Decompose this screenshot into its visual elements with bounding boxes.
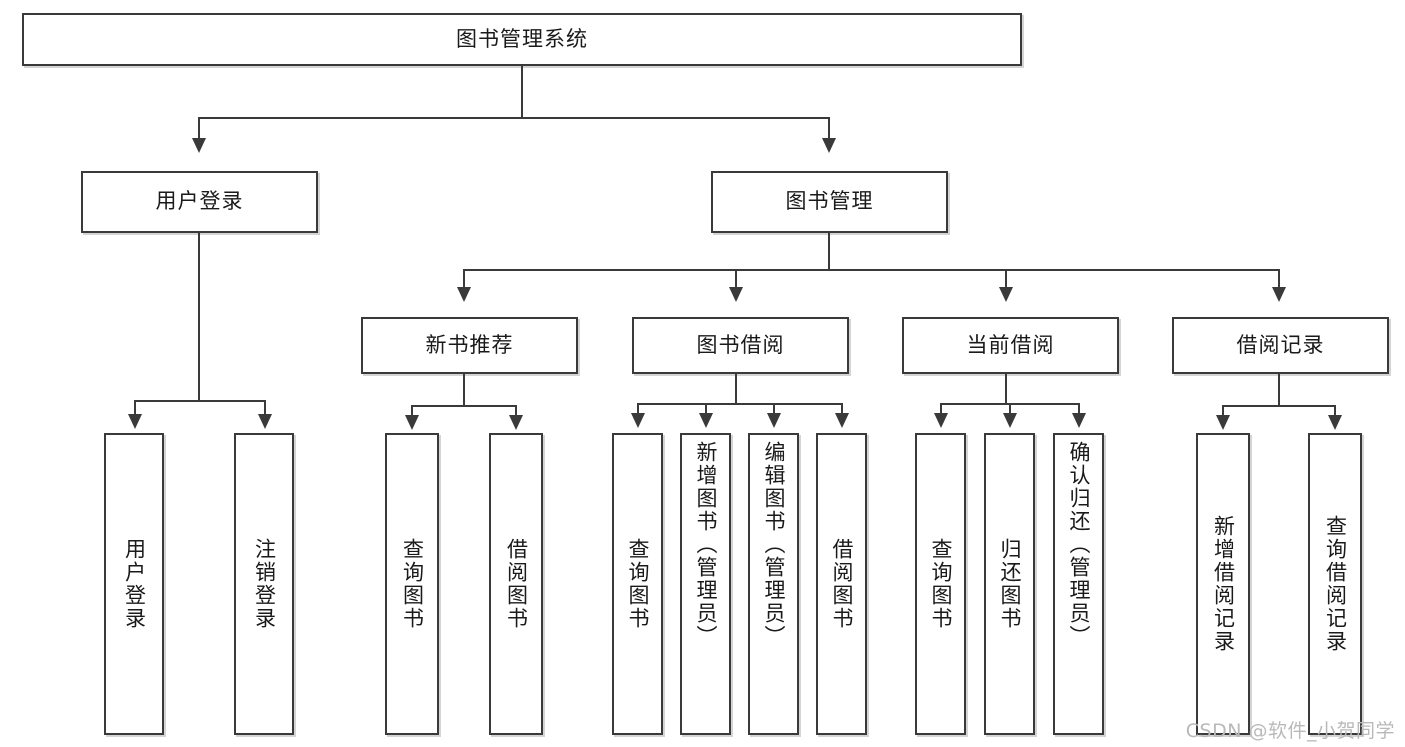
- connector-book-manage-drop-3: [1005, 269, 1007, 289]
- connector-new-book-bar: [411, 405, 515, 407]
- connector-book-manage-drop-4: [1278, 269, 1280, 289]
- connector-book-borrow-bar: [637, 403, 843, 405]
- node-label: 用户登录: [122, 538, 147, 630]
- leaf-add-book: 新增图书（管理员）: [680, 433, 731, 735]
- connector-book-borrow-drop-1: [637, 403, 639, 415]
- leaf-query-record: 查询借阅记录: [1308, 433, 1362, 735]
- node-label: 查询图书: [928, 538, 953, 630]
- node-label: 归还图书: [997, 538, 1022, 630]
- connector-user-login-drop-1: [134, 400, 136, 416]
- connector-borrow-record-bar: [1222, 405, 1334, 407]
- connector-borrow-record-drop-1: [1222, 405, 1224, 417]
- connector-book-manage-drop-2: [735, 269, 737, 289]
- arrow-book-borrow-leaf-2: [699, 413, 713, 428]
- arrow-book-manage-to-book-borrow: [729, 287, 743, 302]
- connector-root-stem: [521, 66, 523, 117]
- node-root-system: 图书管理系统: [22, 13, 1022, 66]
- connector-user-login-drop-2: [264, 400, 266, 416]
- leaf-query-book-3: 查询图书: [915, 433, 966, 735]
- leaf-logout: 注销登录: [234, 433, 294, 735]
- node-borrow-record: 借阅记录: [1172, 317, 1389, 374]
- arrow-book-manage-to-new-book: [457, 287, 471, 302]
- arrow-user-login-leaf-2: [258, 414, 272, 429]
- connector-book-borrow-drop-4: [841, 403, 843, 415]
- node-label: 借阅记录: [1236, 332, 1325, 357]
- connector-user-login-bar: [134, 400, 264, 402]
- connector-root-to-book-manage: [828, 117, 830, 140]
- arrow-book-borrow-leaf-4: [835, 413, 849, 428]
- connector-book-borrow-stem: [735, 374, 737, 405]
- connector-new-book-drop-1: [411, 405, 413, 417]
- node-label: 用户登录: [155, 189, 244, 214]
- leaf-confirm-return: 确认归还（管理员）: [1053, 433, 1104, 735]
- node-book-borrow: 图书借阅: [632, 317, 849, 374]
- node-label: 确认归还（管理员）: [1066, 441, 1091, 648]
- node-label: 查询图书: [400, 538, 425, 630]
- arrow-book-manage-to-borrow-record: [1272, 287, 1286, 302]
- connector-book-manage-bar: [463, 269, 1278, 271]
- node-label: 当前借阅: [966, 332, 1055, 357]
- leaf-user-login: 用户登录: [104, 433, 164, 735]
- node-label: 借阅图书: [504, 538, 529, 630]
- node-label: 借阅图书: [829, 538, 854, 630]
- arrow-book-manage-to-current-borrow: [999, 287, 1013, 302]
- leaf-edit-book: 编辑图书（管理员）: [748, 433, 799, 735]
- connector-current-borrow-drop-2: [1009, 403, 1011, 415]
- connector-borrow-record-stem: [1278, 374, 1280, 407]
- connector-new-book-drop-2: [515, 405, 517, 417]
- node-label: 查询图书: [625, 538, 650, 630]
- node-user-login: 用户登录: [81, 171, 318, 233]
- leaf-add-record: 新增借阅记录: [1196, 433, 1250, 735]
- connector-current-borrow-drop-1: [940, 403, 942, 415]
- arrow-current-borrow-leaf-2: [1003, 413, 1017, 428]
- leaf-borrow-book-2: 借阅图书: [816, 433, 867, 735]
- connector-book-manage-stem: [828, 233, 830, 271]
- connector-book-borrow-drop-2: [705, 403, 707, 415]
- watermark-text: CSDN @软件_小贺同学: [1185, 720, 1395, 742]
- node-label: 注销登录: [252, 538, 277, 630]
- node-label: 图书管理: [785, 189, 874, 214]
- leaf-query-book-2: 查询图书: [612, 433, 663, 735]
- connector-new-book-stem: [463, 374, 465, 407]
- arrow-root-to-user-login: [192, 138, 206, 153]
- arrow-borrow-record-leaf-1: [1216, 415, 1230, 430]
- leaf-query-book-1: 查询图书: [385, 433, 439, 735]
- node-label: 新增借阅记录: [1211, 515, 1236, 653]
- connector-book-manage-drop-1: [463, 269, 465, 289]
- connector-user-login-stem: [198, 233, 200, 400]
- node-book-manage: 图书管理: [711, 171, 948, 233]
- node-label: 图书管理系统: [456, 26, 588, 51]
- connector-current-borrow-drop-3: [1078, 403, 1080, 415]
- arrow-current-borrow-leaf-1: [934, 413, 948, 428]
- leaf-return-book: 归还图书: [984, 433, 1035, 735]
- arrow-borrow-record-leaf-2: [1328, 415, 1342, 430]
- arrow-current-borrow-leaf-3: [1072, 413, 1086, 428]
- arrow-new-book-leaf-1: [405, 415, 419, 430]
- node-label: 新书推荐: [425, 332, 514, 357]
- arrow-book-borrow-leaf-1: [631, 413, 645, 428]
- arrow-book-borrow-leaf-3: [767, 413, 781, 428]
- node-label: 新增图书（管理员）: [693, 441, 718, 648]
- connector-book-borrow-drop-3: [773, 403, 775, 415]
- node-current-borrow: 当前借阅: [902, 317, 1119, 374]
- node-label: 查询借阅记录: [1323, 515, 1348, 653]
- connector-borrow-record-drop-2: [1334, 405, 1336, 417]
- connector-root-to-user-login: [198, 117, 200, 140]
- arrow-root-to-book-manage: [822, 138, 836, 153]
- node-label: 编辑图书（管理员）: [761, 441, 786, 648]
- connector-current-borrow-stem: [1005, 374, 1007, 405]
- arrow-user-login-leaf-1: [128, 414, 142, 429]
- node-label: 图书借阅: [696, 332, 785, 357]
- arrow-new-book-leaf-2: [509, 415, 523, 430]
- connector-root-bar: [198, 117, 830, 119]
- node-new-book-recommend: 新书推荐: [361, 317, 578, 374]
- leaf-borrow-book-1: 借阅图书: [489, 433, 543, 735]
